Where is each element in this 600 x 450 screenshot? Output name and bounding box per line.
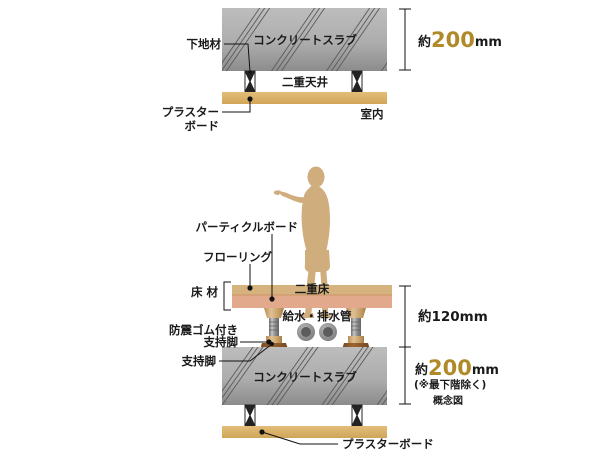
lower-dimension-note: (※最下階除く) <box>414 378 486 391</box>
lower-ceiling-hangers <box>244 404 363 427</box>
floor-height-dimension: 約120mm <box>399 285 488 348</box>
flooring-label: フローリング <box>203 250 272 264</box>
lower-concrete-slab: コンクリートスラブ <box>222 347 387 405</box>
base-material-callout: 下地材 <box>187 37 252 74</box>
hanger-left <box>244 70 256 93</box>
supply-drain-pipes <box>297 323 337 341</box>
flooring-callout: フローリング <box>203 250 272 291</box>
damping-leg-label-line1: 防震ゴム付き <box>169 323 238 337</box>
upper-plasterboard <box>222 92 387 104</box>
double-floor-assembly: 二重床 <box>232 282 392 308</box>
particleboard-callout: パーティクルボード <box>196 220 298 302</box>
double-floor-label: 二重床 <box>295 282 330 296</box>
lower-plasterboard-label: プラスターボード <box>342 437 434 450</box>
upper-ceiling-hangers <box>244 70 363 93</box>
lower-plasterboard <box>222 426 387 438</box>
pipes-label: 給水・排水管 <box>283 309 352 323</box>
upper-plasterboard-label-line1: プラスター <box>162 105 219 119</box>
flooring-layer <box>232 285 392 295</box>
upper-slab-label: コンクリートスラブ <box>253 33 357 47</box>
floor-material-bracket: 床 材 <box>191 281 231 311</box>
upper-dimension-text: 約200mm <box>418 28 502 52</box>
hanger-right <box>351 70 363 93</box>
conceptual-diagram-caption: 概念図 <box>433 394 463 407</box>
particleboard-label: パーティクルボード <box>196 220 298 234</box>
lower-slab-dimension: 約200mm (※最下階除く) <box>399 346 499 405</box>
support-leg-callout: 支持脚 <box>181 342 274 368</box>
floor-material-label: 床 材 <box>191 285 219 299</box>
lower-dimension-text: 約200mm <box>415 356 499 380</box>
support-leg-label: 支持脚 <box>181 354 217 368</box>
lower-slab-label: コンクリートスラブ <box>253 370 357 384</box>
base-material-label: 下地材 <box>187 37 222 51</box>
double-ceiling-label: 二重天井 <box>282 75 328 89</box>
floor-height-text: 約120mm <box>418 308 488 325</box>
upper-plasterboard-callout: プラスター ボード <box>162 96 253 133</box>
particleboard-layer <box>232 295 392 308</box>
damping-leg-label-line2: 支持脚 <box>203 335 239 349</box>
indoor-label: 室内 <box>361 107 384 121</box>
upper-plasterboard-label-line2: ボード <box>185 119 220 133</box>
lower-plasterboard-callout: プラスターボード <box>259 429 434 450</box>
damping-support-leg-callout: 防震ゴム付き 支持脚 <box>169 323 272 349</box>
hanger-left-lower <box>244 404 256 427</box>
upper-slab-dimension: 約200mm <box>399 8 502 71</box>
hanger-right-lower <box>351 404 363 427</box>
